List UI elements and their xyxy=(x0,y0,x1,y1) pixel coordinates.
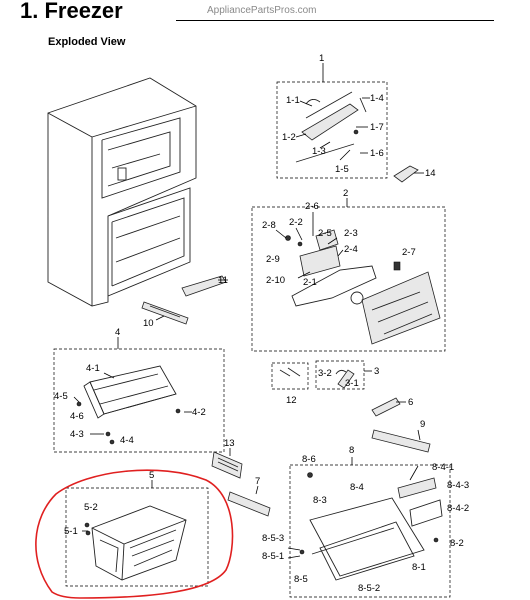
part-10 xyxy=(141,301,189,325)
callout-1-7: 1-7 xyxy=(370,122,384,133)
callout-1-4: 1-4 xyxy=(370,93,384,104)
callout-8-5-1: 8-5-1 xyxy=(262,551,284,562)
callout-2-9: 2-9 xyxy=(266,254,280,265)
part-7 xyxy=(227,485,271,517)
callout-5-1: 5-1 xyxy=(64,526,78,537)
callout-11: 11 xyxy=(218,275,228,286)
callout-2-7: 2-7 xyxy=(402,247,416,258)
title-rule xyxy=(176,20,494,21)
callout-14: 14 xyxy=(425,168,436,179)
part-9 xyxy=(371,429,431,453)
callout-5-2: 5-2 xyxy=(84,502,98,513)
callout-1-3: 1-3 xyxy=(312,146,326,157)
callout-8: 8 xyxy=(349,445,354,456)
callout-4-6: 4-6 xyxy=(70,411,84,422)
callout-8-5-2: 8-5-2 xyxy=(358,583,380,594)
callout-5: 5 xyxy=(149,470,154,481)
callout-2-6: 2-6 xyxy=(305,201,319,212)
callout-3-2: 3-2 xyxy=(318,368,332,379)
page-title: 1. Freezer xyxy=(20,0,123,23)
part-14 xyxy=(393,165,424,183)
group-8 xyxy=(287,457,451,598)
highlight-circle xyxy=(35,469,234,599)
callout-4-2: 4-2 xyxy=(192,407,206,418)
callout-4: 4 xyxy=(115,327,120,338)
callout-8-4-2: 8-4-2 xyxy=(447,503,469,514)
callout-13: 13 xyxy=(224,438,235,449)
callout-3-1: 3-1 xyxy=(345,378,359,389)
group-1 xyxy=(276,63,388,179)
callout-6: 6 xyxy=(408,397,413,408)
callout-8-5-3: 8-5-3 xyxy=(262,533,284,544)
callout-12: 12 xyxy=(286,395,297,406)
callout-8-6: 8-6 xyxy=(302,454,316,465)
part-6 xyxy=(371,397,406,417)
callout-2-2: 2-2 xyxy=(289,217,303,228)
callout-8-2: 8-2 xyxy=(450,538,464,549)
callout-10: 10 xyxy=(143,318,154,329)
group-2 xyxy=(251,198,446,352)
callout-2-8: 2-8 xyxy=(262,220,276,231)
cabinet-drawing xyxy=(47,77,197,307)
group-3 xyxy=(315,360,372,390)
part-12 xyxy=(271,362,309,390)
callout-8-3: 8-3 xyxy=(313,495,327,506)
callout-2-5: 2-5 xyxy=(318,228,332,239)
callout-1-1: 1-1 xyxy=(286,95,300,106)
callout-1: 1 xyxy=(319,53,324,64)
callout-1-6: 1-6 xyxy=(370,148,384,159)
callout-4-3: 4-3 xyxy=(70,429,84,440)
callout-1-2: 1-2 xyxy=(282,132,296,143)
callout-4-4: 4-4 xyxy=(120,435,134,446)
watermark: AppliancePartsPros.com xyxy=(207,5,317,16)
callout-8-1: 8-1 xyxy=(412,562,426,573)
callout-2-3: 2-3 xyxy=(344,228,358,239)
callout-2: 2 xyxy=(343,188,348,199)
part-13 xyxy=(211,448,243,479)
callout-4-5: 4-5 xyxy=(54,391,68,402)
callout-2-1: 2-1 xyxy=(303,277,317,288)
group-4 xyxy=(53,337,225,453)
callout-8-4-3: 8-4-3 xyxy=(447,480,469,491)
callout-8-4: 8-4 xyxy=(350,482,364,493)
group-5 xyxy=(65,480,209,587)
callout-9: 9 xyxy=(420,419,425,430)
callout-8-4-1: 8-4-1 xyxy=(432,462,454,473)
callout-7: 7 xyxy=(255,476,260,487)
callout-1-5: 1-5 xyxy=(335,164,349,175)
callout-4-1: 4-1 xyxy=(86,363,100,374)
callout-2-4: 2-4 xyxy=(344,244,358,255)
callout-2-10: 2-10 xyxy=(266,275,285,286)
part-11 xyxy=(181,275,228,297)
callout-8-5: 8-5 xyxy=(294,574,308,585)
callout-3: 3 xyxy=(374,366,379,377)
subtitle: Exploded View xyxy=(48,36,126,48)
